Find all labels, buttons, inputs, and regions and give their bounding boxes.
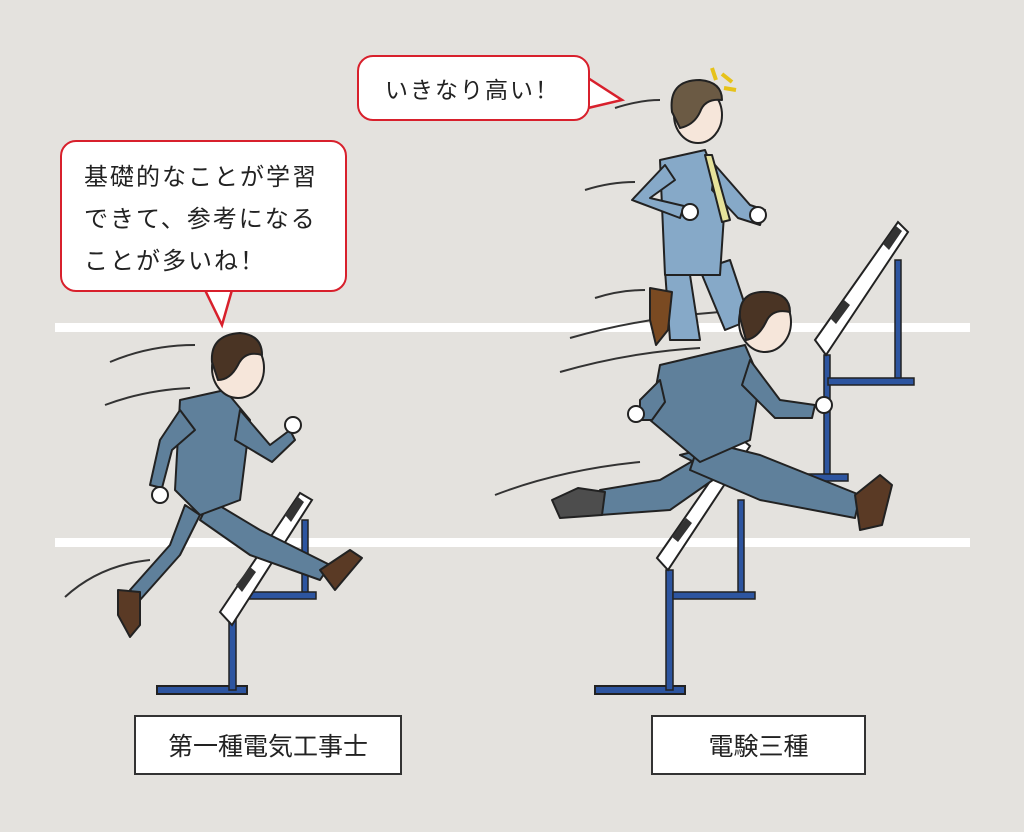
bubble-left-line-2: できて、参考になる <box>84 205 317 233</box>
runner-right <box>551 290 893 531</box>
lane-line-upper <box>55 323 970 332</box>
runner-top <box>631 67 767 346</box>
speed-lines <box>64 99 721 598</box>
label-denken-third-class: 電験三種 <box>651 715 866 775</box>
bubble-top-text: いきなり高い！ <box>385 78 560 104</box>
bubble-left-line-3: ことが多いね！ <box>84 247 266 275</box>
bubble-top-tail <box>586 75 626 110</box>
hurdle-right-back <box>807 220 915 482</box>
speech-bubble-top: いきなり高い！ <box>357 55 590 121</box>
label-first-class-electrician: 第一種電気工事士 <box>134 715 402 775</box>
bubble-left-line-1: 基礎的なことが学習 <box>84 163 318 191</box>
bubble-left-tail <box>203 288 234 329</box>
lane-line-lower <box>55 538 970 547</box>
speech-bubble-left: 基礎的なことが学習 できて、参考になる ことが多いね！ <box>60 140 347 292</box>
runner-left <box>117 332 363 638</box>
